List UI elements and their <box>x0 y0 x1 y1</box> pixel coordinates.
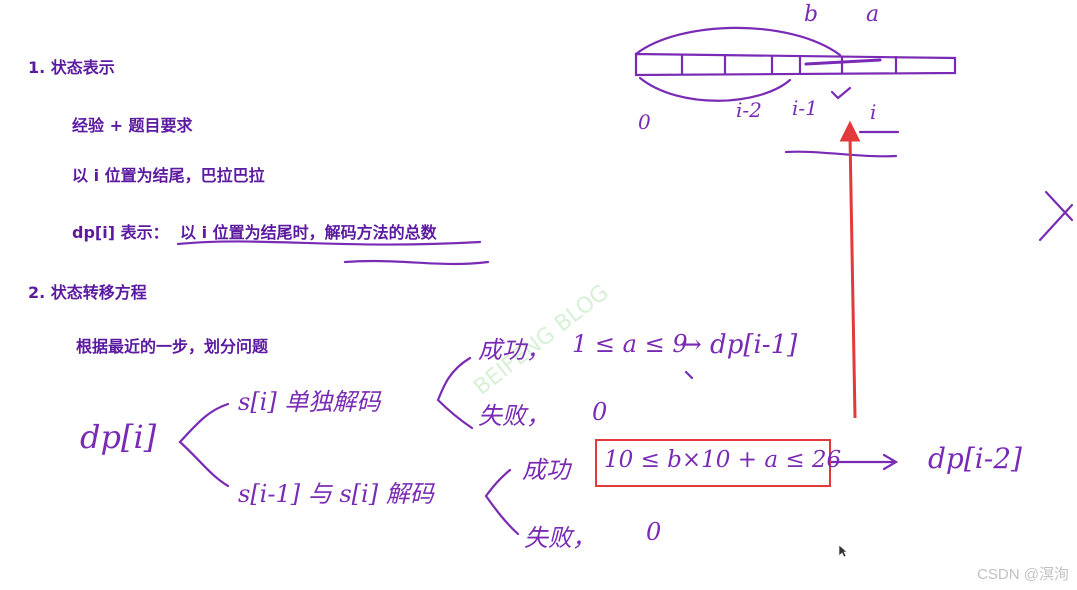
label-single-decode: s[i] 单独解码 <box>238 388 381 416</box>
result-dp-i-1: → dp[i-1] <box>680 330 798 360</box>
arc-top <box>634 26 842 57</box>
label-i-minus-2: i-2 <box>736 98 762 122</box>
index-underline-1 <box>784 150 898 158</box>
value-zero-1: 0 <box>592 398 608 426</box>
label-i: i <box>870 100 877 124</box>
underline-wavy-1 <box>176 240 482 246</box>
label-success-2: 成功 <box>522 456 570 484</box>
ending-position-line: 以 i 位置为结尾，巴拉巴拉 <box>72 166 265 185</box>
string-array-box <box>634 52 957 77</box>
label-success-1: 成功， <box>478 336 550 364</box>
array-cell-dividers <box>680 53 898 76</box>
red-pointer-arrow <box>839 120 861 419</box>
value-zero-2: 0 <box>646 518 662 546</box>
label-zero-index: 0 <box>638 110 651 134</box>
brace-single <box>436 356 474 430</box>
label-a: a <box>866 2 880 27</box>
experience-line: 经验 + 题目要求 <box>72 116 193 135</box>
label-i-minus-1: i-1 <box>792 96 818 120</box>
ab-highlight-stroke <box>804 58 882 66</box>
label-pair-decode: s[i-1] 与 s[i] 解码 <box>238 480 434 508</box>
csdn-watermark: CSDN @溟洵 <box>977 566 1069 583</box>
dp-definition-text: 以 i 位置为结尾时，解码方法的总数 <box>180 223 437 242</box>
dp-definition-label: dp[i] 表示： <box>72 223 169 242</box>
check-mark <box>830 86 852 100</box>
brace-pair <box>484 468 520 536</box>
result-dp-i-2: dp[i-2] <box>928 442 1022 475</box>
stray-mark-right <box>1038 190 1074 242</box>
arrow-to-dp-i-2 <box>828 453 899 471</box>
condition-box <box>595 439 831 487</box>
split-problem-line: 根据最近的一步，划分问题 <box>76 337 269 356</box>
underline-wavy-2 <box>343 259 490 266</box>
arc-bottom <box>638 76 792 102</box>
heading-state-representation: 1. 状态表示 <box>28 58 115 77</box>
heading-transition-equation: 2. 状态转移方程 <box>28 283 147 302</box>
label-fail-2: 失败， <box>524 524 596 552</box>
label-fail-1: 失败， <box>478 402 550 430</box>
mouse-cursor-icon <box>838 544 848 558</box>
condition-single: 1 ≤ a ≤ 9 <box>572 330 688 358</box>
label-dp-i: dp[i] <box>80 418 157 456</box>
condition-pair: 10 ≤ b×10 + a ≤ 26 <box>604 447 842 473</box>
label-b: b <box>804 2 819 27</box>
brace-main <box>178 402 230 488</box>
stray-mark-comma <box>684 370 694 380</box>
